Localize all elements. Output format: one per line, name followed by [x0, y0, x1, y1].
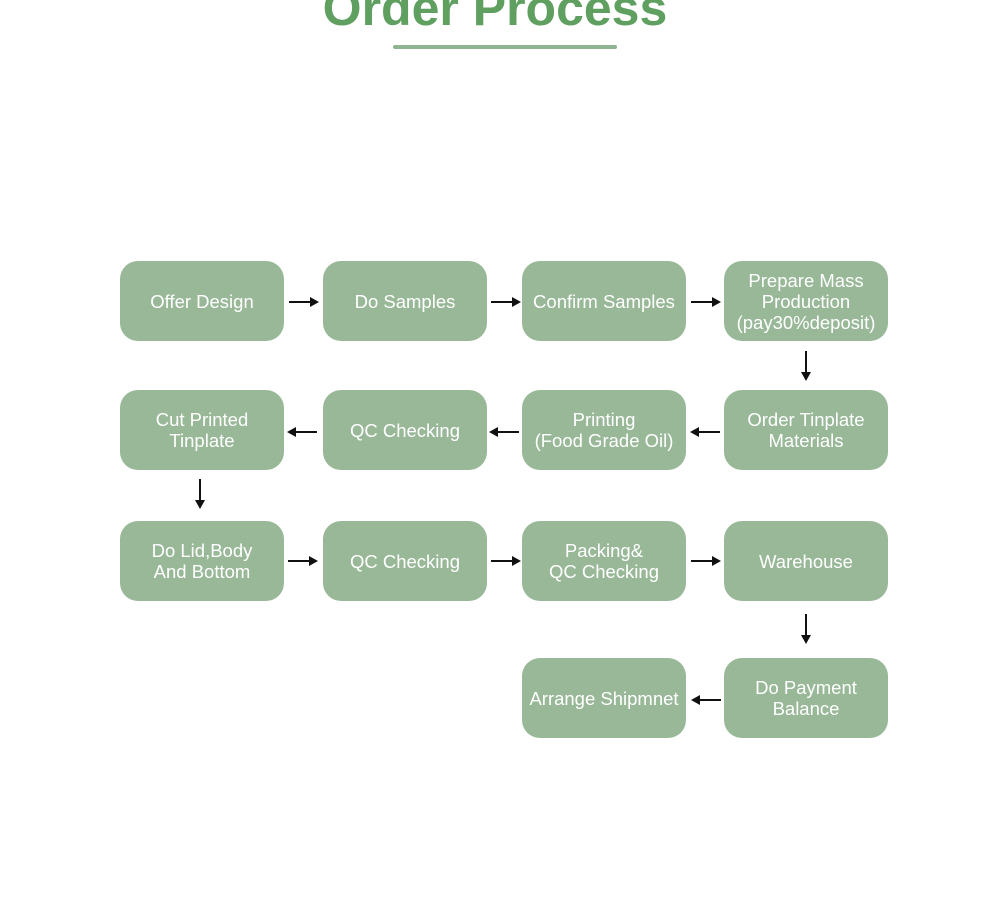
step-box: Do Payment Balance [724, 658, 888, 738]
arrow-right-icon [691, 297, 721, 307]
arrow-down-icon [195, 479, 205, 509]
step-box: Packing& QC Checking [522, 521, 686, 601]
arrow-left-icon [489, 427, 519, 437]
arrow-right-icon [691, 556, 721, 566]
title-underline [393, 45, 617, 49]
step-box: Order Tinplate Materials [724, 390, 888, 470]
arrow-left-icon [287, 427, 317, 437]
page-title: Order Process [322, 0, 668, 36]
arrow-right-icon [491, 297, 521, 307]
arrow-right-icon [491, 556, 521, 566]
step-box: Prepare Mass Production (pay30%deposit) [724, 261, 888, 341]
step-box: QC Checking [323, 521, 487, 601]
step-box: Printing (Food Grade Oil) [522, 390, 686, 470]
arrow-down-icon [801, 351, 811, 381]
step-box: Do Lid,Body And Bottom [120, 521, 284, 601]
arrow-left-icon [690, 427, 720, 437]
step-box: Confirm Samples [522, 261, 686, 341]
arrow-down-icon [801, 614, 811, 644]
arrow-right-icon [288, 556, 318, 566]
step-box: Cut Printed Tinplate [120, 390, 284, 470]
arrow-right-icon [289, 297, 319, 307]
step-box: Warehouse [724, 521, 888, 601]
step-box: Arrange Shipmnet [522, 658, 686, 738]
step-box: Offer Design [120, 261, 284, 341]
step-box: Do Samples [323, 261, 487, 341]
arrow-left-icon [691, 695, 721, 705]
step-box: QC Checking [323, 390, 487, 470]
